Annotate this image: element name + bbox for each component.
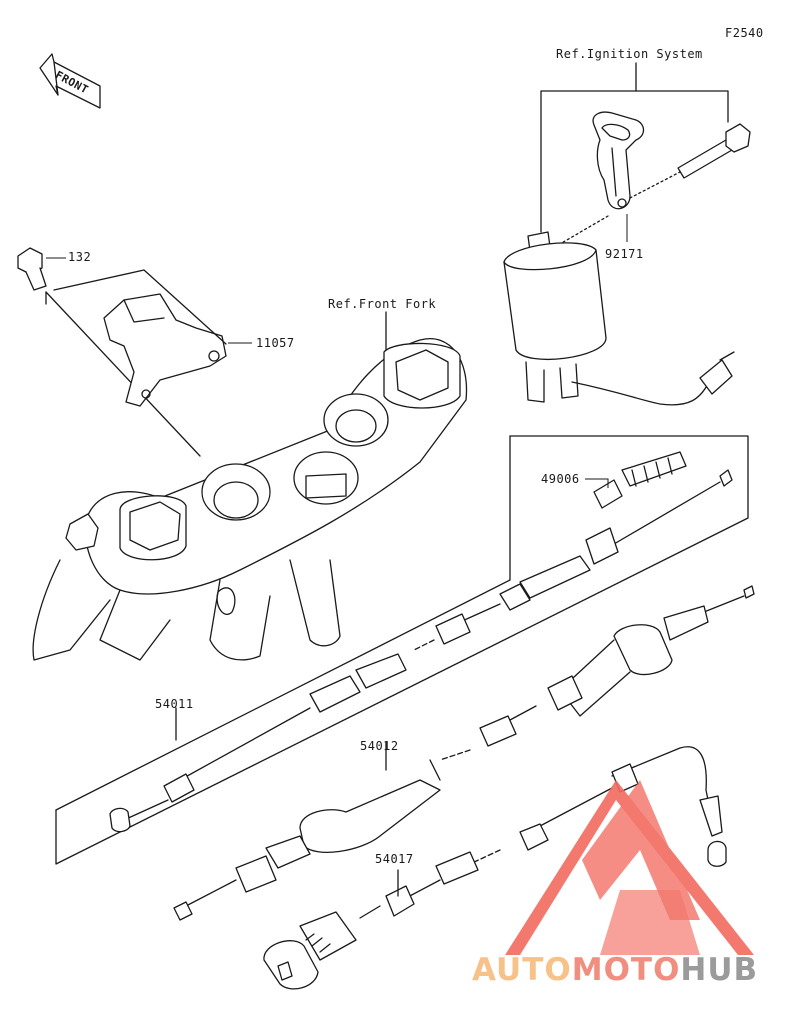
ref-front-fork: Ref.Front Fork <box>328 297 437 311</box>
ignition-ref-bracket <box>540 62 729 233</box>
cable-54012 <box>173 585 755 921</box>
ref-ignition-system: Ref.Ignition System <box>556 47 703 61</box>
part-number-132: 132 <box>68 250 92 264</box>
watermark-text: AUTOMOTOHUB <box>472 952 758 988</box>
part-number-11057: 11057 <box>256 336 295 350</box>
part-number-49006: 49006 <box>541 472 580 486</box>
watermark-moto: MOTO <box>571 952 681 988</box>
cable-54017 <box>263 746 727 990</box>
figure-code: F2540 <box>725 26 764 40</box>
part-number-54017: 54017 <box>375 852 414 866</box>
automotohub-logo-icon <box>505 780 754 955</box>
watermark-auto: AUTO <box>472 952 572 988</box>
watermark-hub: HUB <box>680 952 759 988</box>
ignition-bolt <box>559 123 751 245</box>
part-number-54012: 54012 <box>360 739 399 753</box>
cable-ref-frame-left <box>55 435 511 811</box>
cable-54011 <box>109 469 733 833</box>
bracket-11057 <box>53 269 227 407</box>
front-fork-triple-clamp <box>32 338 468 661</box>
part-number-92171: 92171 <box>605 247 644 261</box>
part-number-54011: 54011 <box>155 697 194 711</box>
cable-ref-frame <box>55 435 749 865</box>
clamp-92171 <box>592 111 645 210</box>
front-arrow-icon <box>39 53 101 109</box>
boot-49006 <box>593 451 687 509</box>
bolt-132 <box>17 247 201 457</box>
ignition-coil <box>503 231 735 406</box>
